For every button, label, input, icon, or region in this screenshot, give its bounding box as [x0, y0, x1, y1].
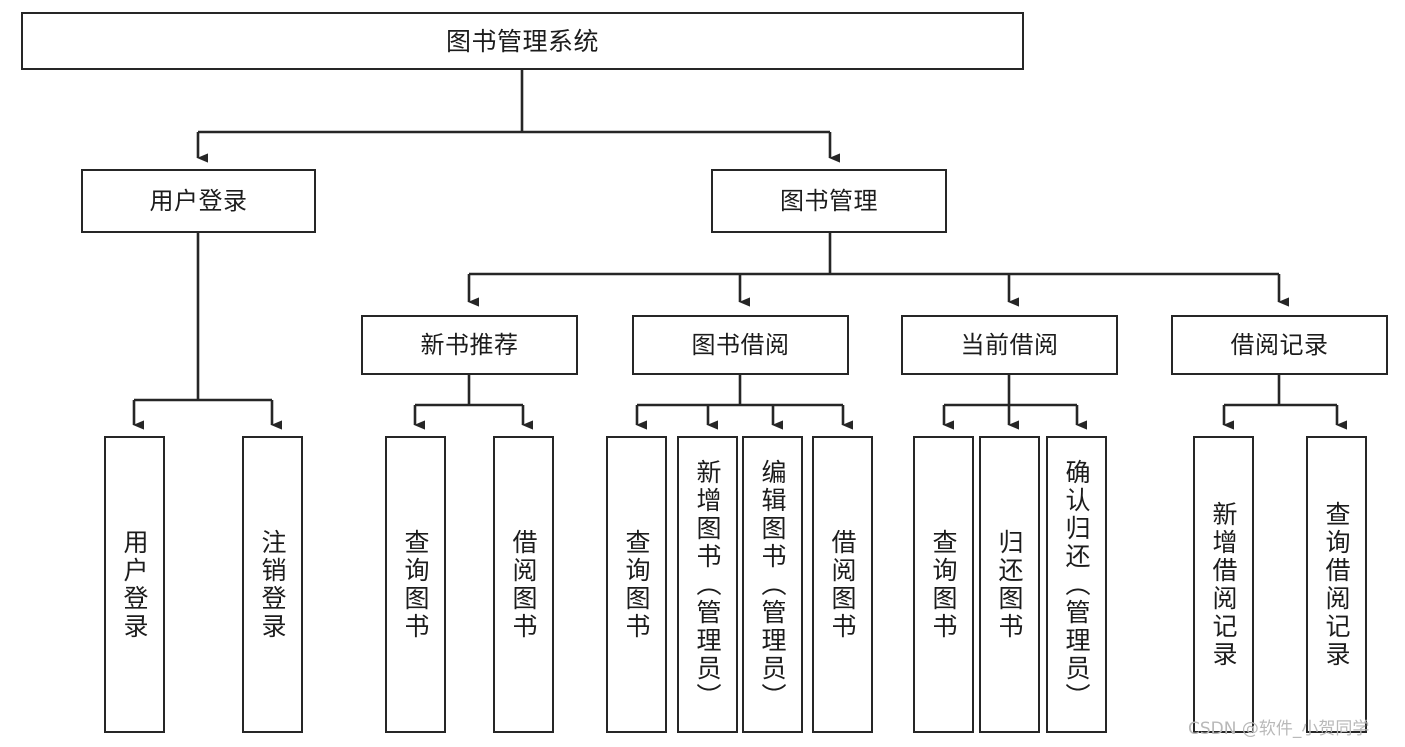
node-user-login-label: 用户登录 [149, 187, 248, 215]
node-current-borrow-label: 当前借阅 [960, 331, 1059, 359]
node-leaf-logout-label: 注销登录 [258, 528, 287, 641]
node-leaf-add-record[interactable]: 新增借阅记录 [1193, 436, 1254, 733]
node-leaf-return-book-label: 归还图书 [995, 528, 1024, 641]
node-leaf-query-book-2-label: 查询图书 [622, 528, 651, 641]
node-leaf-add-book[interactable]: 新增图书（管理员） [677, 436, 738, 733]
node-leaf-query-book-1-label: 查询图书 [401, 528, 430, 641]
node-new-book-recommend[interactable]: 新书推荐 [361, 315, 578, 375]
node-leaf-borrow-book-2[interactable]: 借阅图书 [812, 436, 873, 733]
node-new-book-recommend-label: 新书推荐 [420, 331, 519, 359]
node-leaf-edit-book[interactable]: 编辑图书（管理员） [742, 436, 803, 733]
node-leaf-query-book-1[interactable]: 查询图书 [385, 436, 446, 733]
node-leaf-user-login-label: 用户登录 [120, 528, 149, 641]
csdn-watermark: CSDN @软件_小贺同学 [1188, 719, 1370, 739]
node-leaf-query-book-2[interactable]: 查询图书 [606, 436, 667, 733]
node-leaf-add-book-label: 新增图书（管理员） [693, 458, 722, 711]
node-book-borrow[interactable]: 图书借阅 [632, 315, 849, 375]
node-book-manage[interactable]: 图书管理 [711, 169, 947, 233]
node-borrow-record-label: 借阅记录 [1230, 331, 1329, 359]
node-user-login[interactable]: 用户登录 [81, 169, 316, 233]
node-leaf-return-book[interactable]: 归还图书 [979, 436, 1040, 733]
node-current-borrow[interactable]: 当前借阅 [901, 315, 1118, 375]
node-leaf-add-record-label: 新增借阅记录 [1209, 500, 1238, 669]
node-book-borrow-label: 图书借阅 [691, 331, 790, 359]
node-leaf-confirm-return[interactable]: 确认归还（管理员） [1046, 436, 1107, 733]
node-root[interactable]: 图书管理系统 [21, 12, 1024, 70]
node-leaf-query-book-3[interactable]: 查询图书 [913, 436, 974, 733]
node-leaf-query-record-label: 查询借阅记录 [1322, 500, 1351, 669]
node-leaf-borrow-book-2-label: 借阅图书 [828, 528, 857, 641]
node-borrow-record[interactable]: 借阅记录 [1171, 315, 1388, 375]
node-leaf-borrow-book-1-label: 借阅图书 [509, 528, 538, 641]
node-leaf-edit-book-label: 编辑图书（管理员） [758, 458, 787, 711]
node-leaf-borrow-book-1[interactable]: 借阅图书 [493, 436, 554, 733]
node-book-manage-label: 图书管理 [780, 187, 878, 215]
node-leaf-confirm-return-label: 确认归还（管理员） [1062, 458, 1091, 711]
node-leaf-query-record[interactable]: 查询借阅记录 [1306, 436, 1367, 733]
node-leaf-logout[interactable]: 注销登录 [242, 436, 303, 733]
node-leaf-query-book-3-label: 查询图书 [929, 528, 958, 641]
node-root-label: 图书管理系统 [445, 26, 599, 56]
node-leaf-user-login[interactable]: 用户登录 [104, 436, 165, 733]
